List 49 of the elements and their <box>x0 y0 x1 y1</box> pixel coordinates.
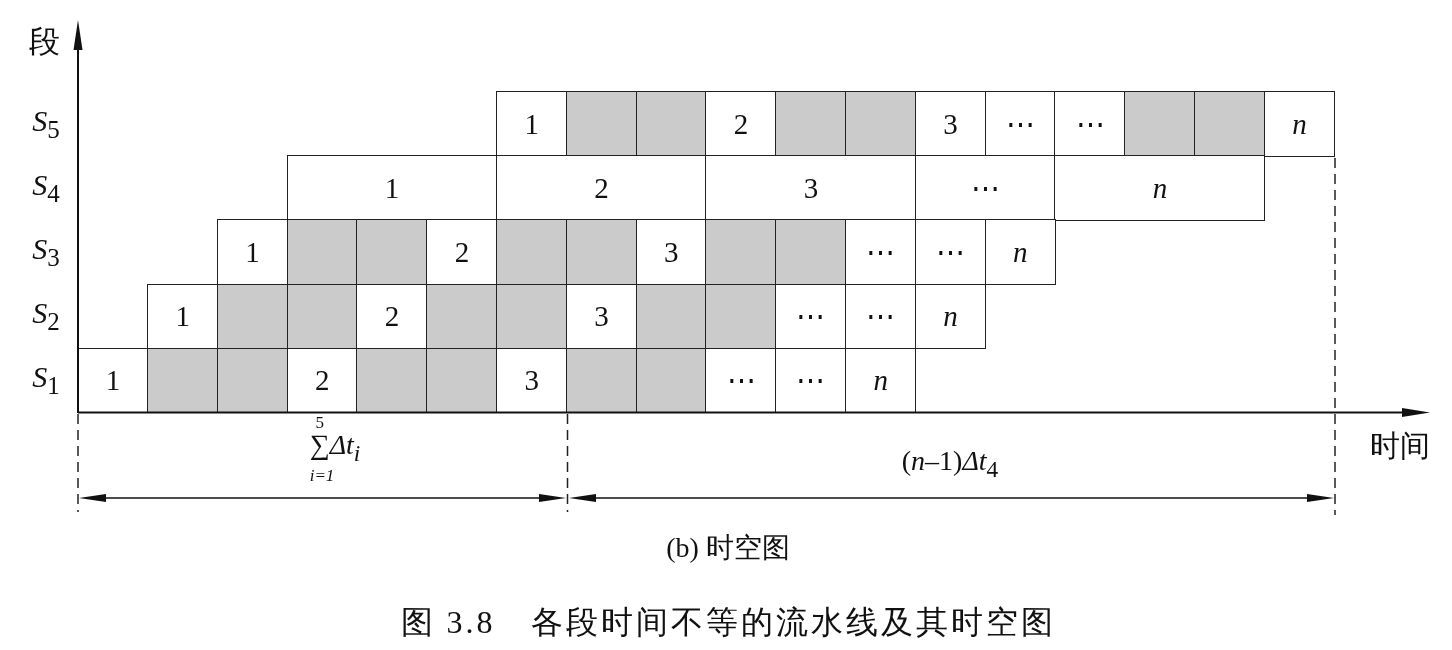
shaded-cell <box>565 219 638 286</box>
shaded-cell <box>356 347 428 414</box>
task-cell: 2 <box>705 91 777 157</box>
stage-label: S$_{2}$ <box>32 295 60 337</box>
shaded-cell <box>635 347 707 414</box>
shaded-cell <box>705 219 777 286</box>
shaded-cell <box>286 219 358 286</box>
task-cell: n <box>914 283 987 350</box>
shaded-cell <box>845 91 917 157</box>
shaded-cell <box>705 283 777 350</box>
task-cell: ⋯ <box>845 219 917 286</box>
shaded-cell <box>286 283 358 350</box>
task-cell: 1 <box>216 219 289 286</box>
stage-label: S$_{4}$ <box>32 167 60 209</box>
subfigure-caption: (b) 时空图 <box>666 531 790 565</box>
shaded-cell <box>426 283 498 350</box>
task-cell: 1 <box>147 283 219 350</box>
shaded-cell <box>565 91 638 157</box>
shaded-cell <box>565 347 638 414</box>
shaded-cell <box>147 347 219 414</box>
task-cell: n <box>845 347 917 414</box>
stage-label: S$_{1}$ <box>32 360 60 401</box>
shaded-cell <box>775 91 847 157</box>
shaded-cell <box>426 347 498 414</box>
stage-label: S$_{3}$ <box>32 231 60 273</box>
axis-label: 时间 <box>1370 428 1430 464</box>
task-cell: n <box>984 219 1056 286</box>
shaded-cell <box>1194 91 1266 157</box>
task-cell: n <box>1054 155 1266 221</box>
shaded-cell <box>356 219 428 286</box>
shaded-cell <box>635 283 707 350</box>
task-cell: n <box>1263 91 1336 157</box>
dimension-label: (n–1)Δt$_{4}$ <box>901 445 999 483</box>
shaded-cell <box>635 91 707 157</box>
task-cell: 1 <box>496 91 568 157</box>
task-cell: 2 <box>426 219 498 286</box>
axis-label: 段 <box>28 24 60 60</box>
task-cell: 2 <box>496 155 707 221</box>
shaded-cell <box>216 283 289 350</box>
shaded-cell <box>1124 91 1196 157</box>
task-cell: ⋯ <box>1054 91 1126 157</box>
task-cell: 1 <box>286 155 498 221</box>
figure-caption: 图 3.8 各段时间不等的流水线及其时空图 <box>400 603 1056 641</box>
shaded-cell <box>496 219 568 286</box>
shaded-cell <box>496 283 568 350</box>
shaded-cell <box>775 219 847 286</box>
shaded-cell <box>216 347 289 414</box>
stage-label: S$_{5}$ <box>32 103 60 145</box>
task-cell: 3 <box>705 155 917 221</box>
